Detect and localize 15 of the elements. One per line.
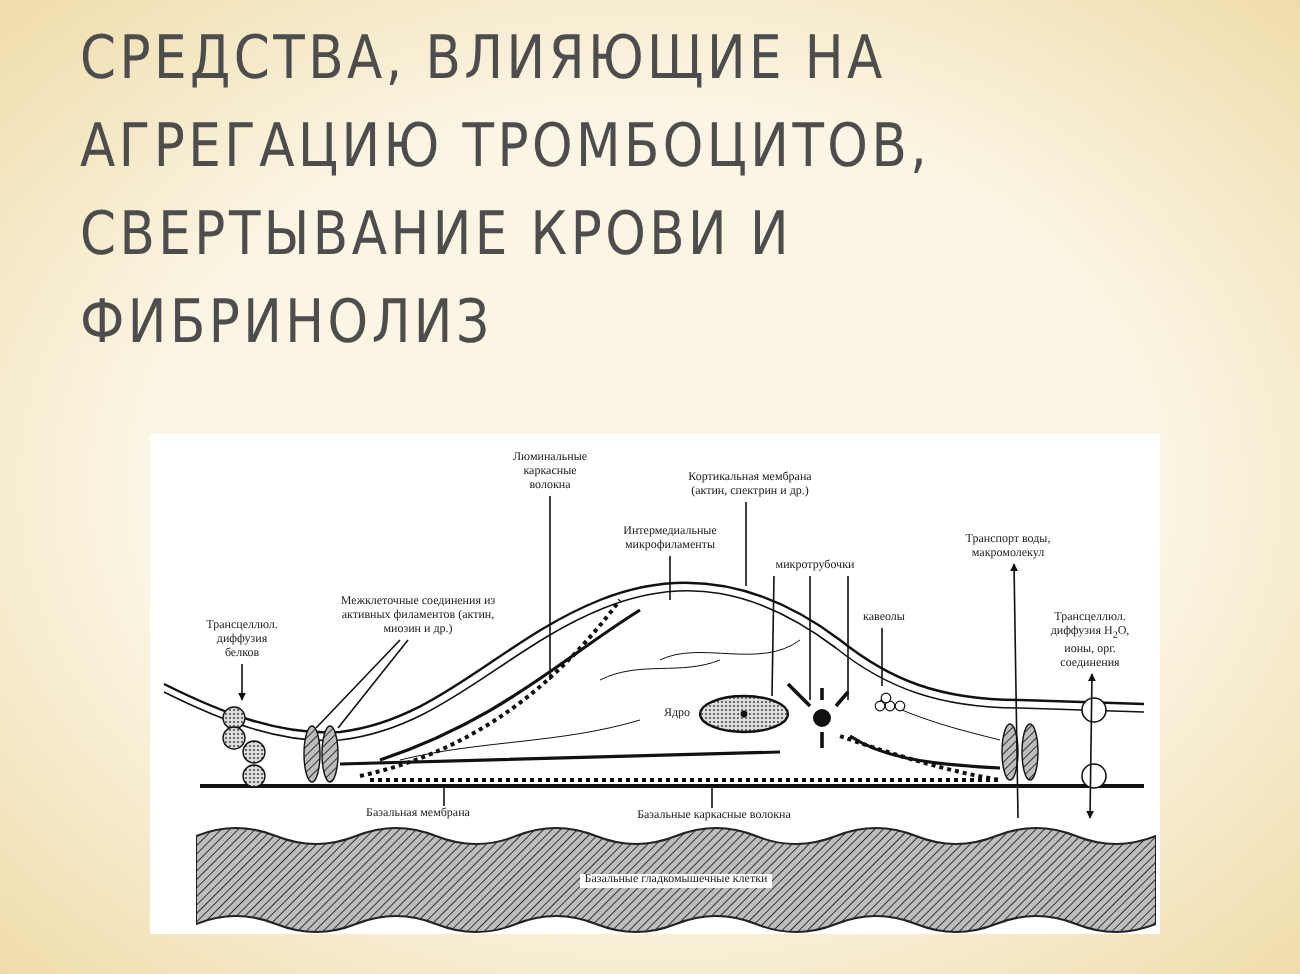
- leader-line: [549, 495, 551, 681]
- leader-line: [847, 575, 849, 701]
- arrow: [238, 663, 246, 701]
- arrow: [1010, 563, 1019, 819]
- leader-line: [669, 555, 671, 601]
- leader-line: [771, 575, 775, 697]
- arrow: [1086, 673, 1096, 819]
- slide-title: СРЕДСТВА, ВЛИЯЮЩИЕ НА АГРЕГАЦИЮ ТРОМБОЦИТОВ, СВЕРТЫВАНИЕ КРОВИ И ФИБРИНОЛИЗ: [80, 22, 933, 362]
- leader-line: [315, 639, 401, 729]
- leader-line: [711, 783, 713, 809]
- leader-line: [809, 575, 811, 701]
- leader-line: [337, 639, 409, 729]
- leader-line: [443, 787, 445, 807]
- leader-line: [745, 501, 747, 587]
- leader-line: [881, 627, 883, 687]
